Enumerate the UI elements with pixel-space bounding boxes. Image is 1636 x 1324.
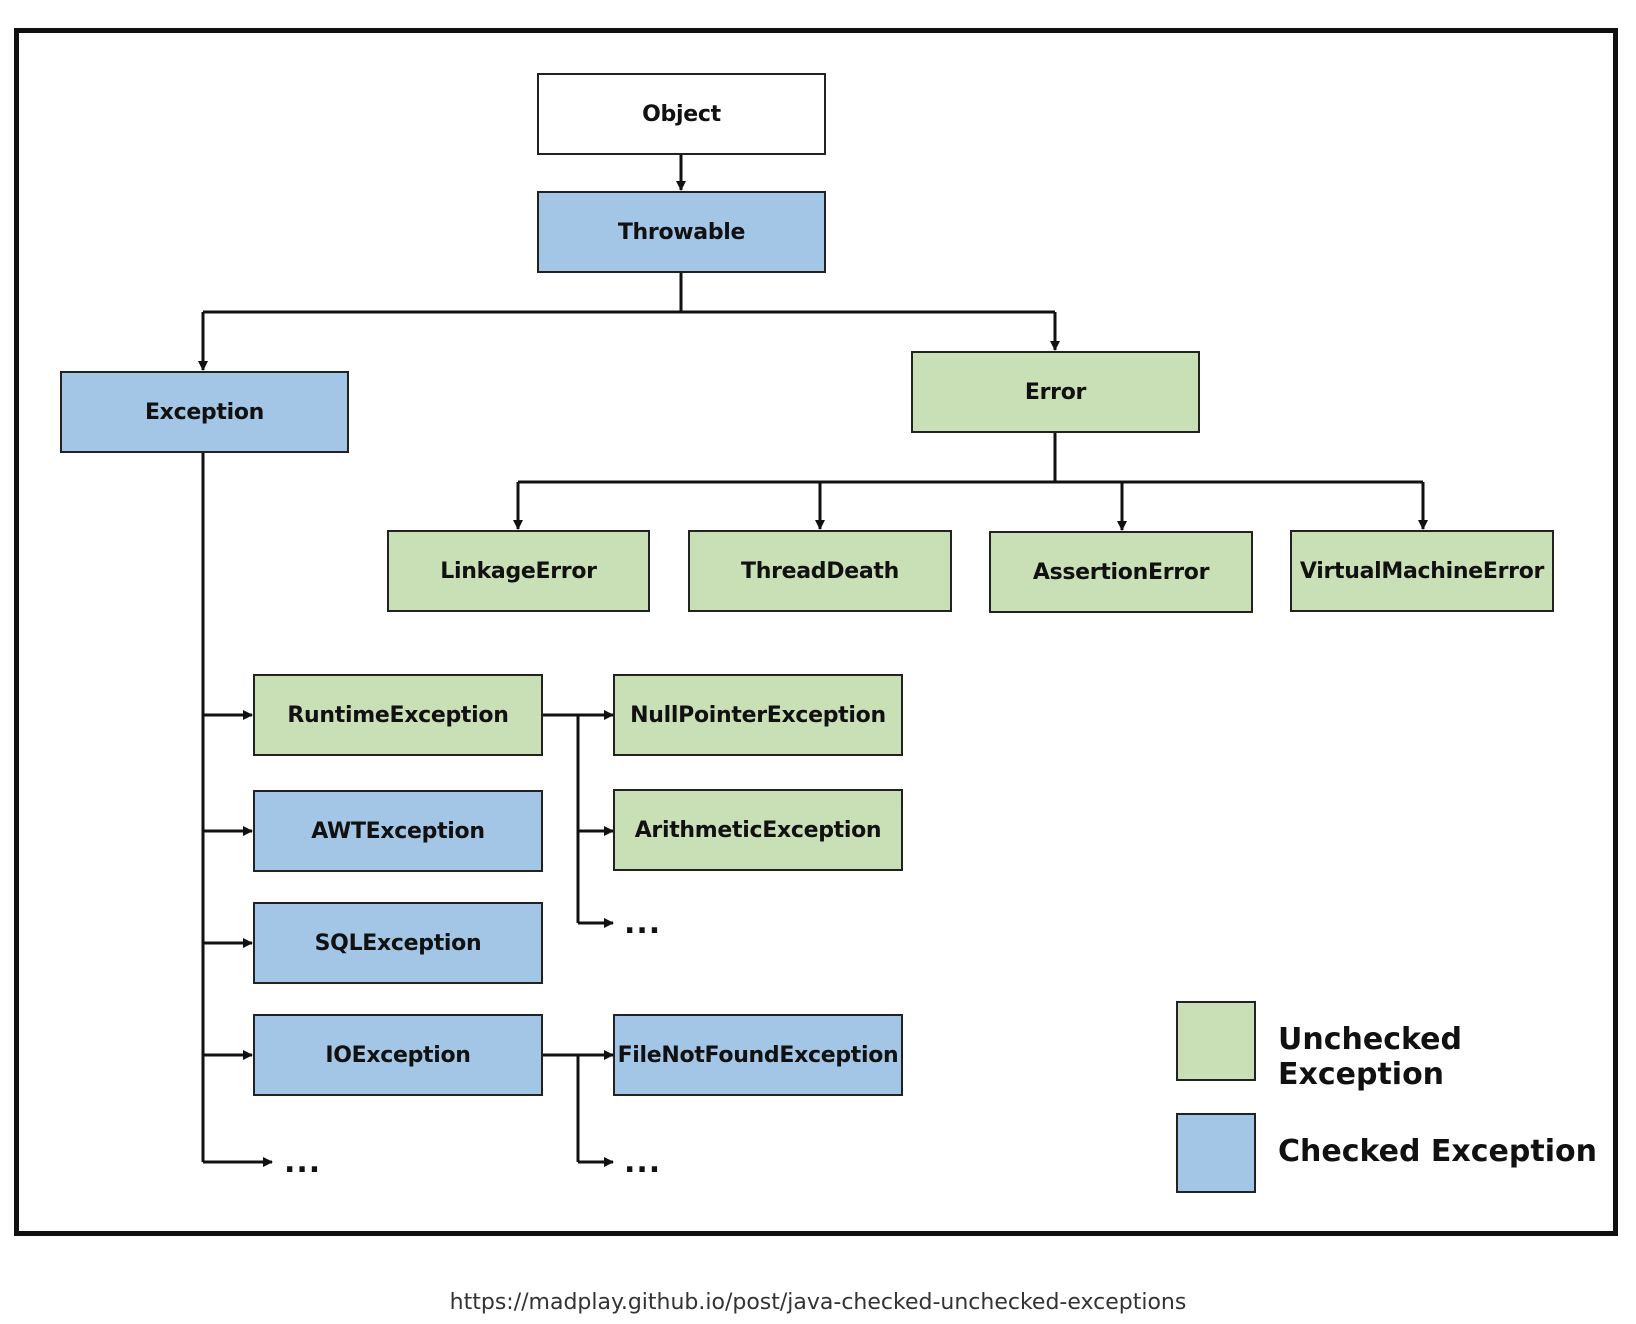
node-awt-exception: AWTException (253, 790, 543, 872)
node-throwable-label: Throwable (617, 219, 746, 245)
node-sql-exception-label: SQLException (314, 930, 482, 956)
node-error-label: Error (1024, 379, 1087, 405)
node-io-exception: IOException (253, 1014, 543, 1096)
node-linkage-error: LinkageError (387, 530, 650, 612)
node-virtual-machine-error: VirtualMachineError (1290, 530, 1554, 612)
node-sql-exception: SQLException (253, 902, 543, 984)
node-thread-death-label: ThreadDeath (741, 558, 899, 584)
node-error: Error (911, 351, 1200, 433)
node-virtual-machine-error-label: VirtualMachineError (1299, 558, 1545, 584)
node-arithmetic-exception-label: ArithmeticException (634, 817, 882, 843)
legend-checked-label: Checked Exception (1278, 1134, 1597, 1169)
node-runtime-exception: RuntimeException (253, 674, 543, 756)
ellipsis-io-children: ... (624, 1145, 662, 1180)
legend-unchecked-swatch (1176, 1001, 1256, 1081)
node-throwable: Throwable (537, 191, 826, 273)
legend-checked-swatch (1176, 1113, 1256, 1193)
node-file-not-found-exception-label: FileNotFoundException (617, 1042, 899, 1068)
node-thread-death: ThreadDeath (688, 530, 952, 612)
ellipsis-exception-children: ... (284, 1145, 322, 1180)
node-linkage-error-label: LinkageError (440, 558, 597, 584)
node-exception-label: Exception (144, 399, 265, 425)
node-io-exception-label: IOException (325, 1042, 471, 1068)
node-assertion-error-label: AssertionError (1032, 559, 1210, 585)
node-arithmetic-exception: ArithmeticException (613, 789, 903, 871)
node-object: Object (537, 73, 826, 155)
node-null-pointer-exception-label: NullPointerException (630, 702, 886, 728)
node-runtime-exception-label: RuntimeException (287, 702, 509, 728)
node-file-not-found-exception: FileNotFoundException (613, 1014, 903, 1096)
node-null-pointer-exception: NullPointerException (613, 674, 903, 756)
source-caption: https://madplay.github.io/post/java-chec… (449, 1290, 1187, 1315)
node-exception: Exception (60, 371, 349, 453)
legend-unchecked-label: Unchecked Exception (1278, 1022, 1462, 1092)
diagram-frame (14, 28, 1618, 1236)
ellipsis-runtime-children: ... (624, 906, 662, 941)
node-assertion-error: AssertionError (989, 531, 1253, 613)
node-object-label: Object (642, 101, 721, 127)
node-awt-exception-label: AWTException (311, 818, 485, 844)
